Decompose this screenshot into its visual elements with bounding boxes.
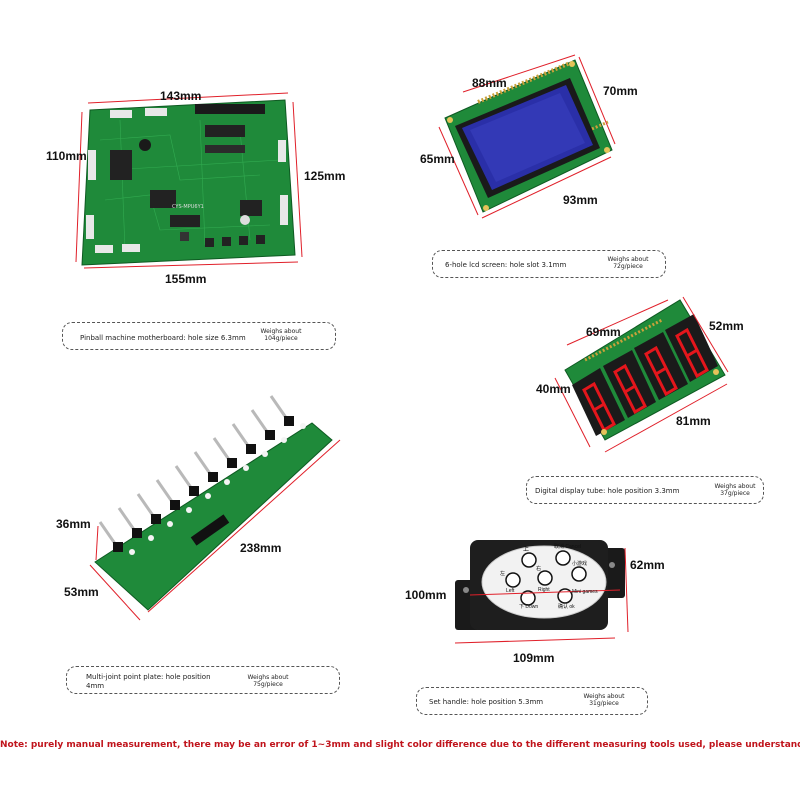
display-height-left: 40mm (536, 382, 571, 396)
plate-caption-line2: 4mm (86, 682, 105, 690)
plate-led (205, 493, 211, 499)
plate-led (224, 479, 230, 485)
motherboard-height-right: 125mm (304, 169, 346, 183)
key-ok-label: 确认 ok (558, 603, 575, 610)
plate-caption: Multi-joint point plate: hole position 4… (86, 673, 211, 691)
plate-weight: Weighs about 75g/piece (238, 674, 298, 688)
plate-pin-header (151, 514, 161, 524)
lcd-caption: 6-hole lcd screen: hole slot 3.1mm (445, 261, 567, 269)
lcd-caption-box: 6-hole lcd screen: hole slot 3.1mm Weigh… (432, 250, 666, 278)
lcd-width-top: 88mm (472, 76, 507, 90)
display-width-top: 69mm (586, 325, 621, 339)
plate-width-left: 53mm (64, 585, 99, 599)
display-weight-label: Weighs about (714, 483, 756, 490)
key-ok-en: ok (569, 604, 575, 610)
plate-weight-label: Weighs about (247, 674, 289, 681)
plate-height-left: 36mm (56, 517, 91, 531)
key-down-en: Down (525, 604, 539, 610)
plate-pin-header (170, 500, 180, 510)
key-mini-en: Mini games (572, 589, 598, 595)
lcd-weight: Weighs about 72g/piece (598, 256, 658, 270)
plate-led (129, 549, 135, 555)
handle-caption: Set handle: hole position 5.3mm (429, 698, 544, 706)
plate-length: 238mm (240, 541, 282, 555)
plate-caption-line1: Multi-joint point plate: hole position (86, 673, 211, 681)
plate-led (300, 423, 306, 429)
motherboard-caption-box: Pinball machine motherboard: hole size 6… (62, 322, 336, 350)
key-cancel-cn: 取消 (554, 544, 565, 550)
key-down-label: 下 Down (519, 603, 538, 610)
motherboard-weight: Weighs about 104g/piece (251, 328, 311, 342)
plate-pin-header (189, 486, 199, 496)
plate-pin-header (208, 472, 218, 482)
key-ok-cn: 确认 (558, 604, 569, 610)
plate-led (243, 465, 249, 471)
handle-width-left: 100mm (405, 588, 447, 602)
plate-caption-box: Multi-joint point plate: hole position 4… (66, 666, 340, 694)
key-cancel-en: Cancel (565, 544, 581, 550)
key-down-cn: 下 (519, 604, 525, 610)
handle-width-bottom: 109mm (513, 651, 555, 665)
plate-led (281, 437, 287, 443)
key-right-en: Right (538, 587, 550, 593)
lcd-weight-value: 72g/piece (613, 263, 643, 270)
plate-pin-header (246, 444, 256, 454)
plate-led (262, 451, 268, 457)
plate-pin-header (265, 430, 275, 440)
plate-pin-header (113, 542, 123, 552)
key-up-cn: 上 (523, 547, 530, 553)
key-cancel-label: 取消 Cancel (554, 543, 581, 550)
plate-pin-header (132, 528, 142, 538)
motherboard-weight-label: Weighs about (260, 328, 302, 335)
display-caption-box: Digital display tube: hole position 3.3m… (526, 476, 764, 504)
plate-led (186, 507, 192, 513)
plate-pin-header (284, 416, 294, 426)
key-left-cn: 左 (500, 571, 506, 577)
display-weight: Weighs about 37g/piece (705, 483, 765, 497)
motherboard-silkscreen: CYS-MPU6Y1 (172, 204, 204, 210)
lcd-width-bottom: 93mm (563, 193, 598, 207)
display-depth: 52mm (709, 319, 744, 333)
plate-pin-header (227, 458, 237, 468)
motherboard-height-left: 110mm (46, 149, 87, 163)
motherboard-width-bottom: 155mm (165, 272, 207, 286)
key-left-en: Left (506, 588, 515, 594)
motherboard-width-top: 143mm (160, 89, 202, 103)
lcd-height-left: 65mm (420, 152, 455, 166)
handle-weight-value: 31g/piece (589, 700, 619, 707)
handle-caption-box: Set handle: hole position 5.3mm Weighs a… (416, 687, 648, 715)
lcd-depth: 70mm (603, 84, 638, 98)
motherboard-caption: Pinball machine motherboard: hole size 6… (80, 334, 246, 342)
plate-led (167, 521, 173, 527)
display-width-bottom: 81mm (676, 414, 711, 428)
plate-led (148, 535, 154, 541)
motherboard-weight-value: 104g/piece (264, 335, 298, 342)
lcd-weight-label: Weighs about (607, 256, 649, 263)
key-mini-cn: 小游戏 (572, 561, 588, 567)
disclaimer-note: Note: purely manual measurement, there m… (0, 740, 800, 750)
handle-depth: 62mm (630, 558, 665, 572)
display-weight-value: 37g/piece (720, 490, 750, 497)
display-caption: Digital display tube: hole position 3.3m… (535, 487, 680, 495)
handle-weight: Weighs about 31g/piece (574, 693, 634, 707)
handle-weight-label: Weighs about (583, 693, 625, 700)
key-right-cn: 右 (536, 566, 542, 572)
plate-weight-value: 75g/piece (253, 681, 283, 688)
